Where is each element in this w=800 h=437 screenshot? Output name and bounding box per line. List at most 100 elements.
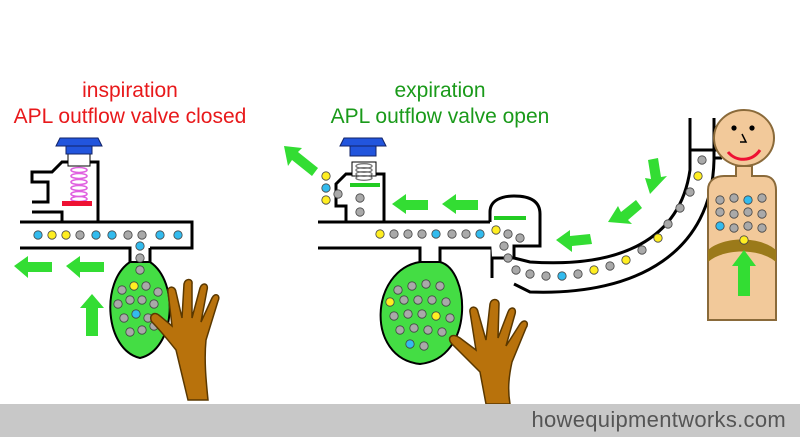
apl-valve-disc-open (350, 183, 380, 187)
expiration-phase-label: expiration (394, 79, 486, 102)
gas-molecule (435, 281, 445, 291)
gas-molecule (137, 325, 147, 335)
gas-molecule (113, 299, 123, 309)
footer-bar: howequipmentworks.com (0, 404, 800, 437)
apl-valve-disc-closed (62, 201, 92, 206)
gas-molecule (355, 193, 365, 203)
hand-icon (448, 298, 529, 404)
patient-face-icon (726, 125, 762, 161)
gas-molecule (729, 223, 739, 233)
flow-arrow-icon (645, 158, 667, 194)
gas-molecule (541, 271, 551, 281)
gas-molecule (441, 297, 451, 307)
flow-arrow-icon (66, 256, 104, 278)
gas-molecule (447, 229, 457, 239)
gas-molecule (511, 265, 521, 275)
flow-arrow-icon (14, 256, 52, 278)
gas-molecule (525, 269, 535, 279)
spring-icon (355, 162, 373, 181)
gas-molecule (743, 195, 753, 205)
gas-molecule (757, 209, 767, 219)
gas-molecule (413, 295, 423, 305)
gas-molecule (119, 313, 129, 323)
spring-icon (70, 166, 88, 203)
patient-figure (707, 109, 777, 321)
gas-molecule (491, 225, 501, 235)
gas-molecule (427, 295, 437, 305)
inspiration-caption: inspiration APL outflow valve closed (0, 78, 260, 130)
gas-molecule (403, 229, 413, 239)
gas-molecule (417, 309, 427, 319)
patient-diaphragm (708, 239, 776, 262)
gas-molecule (61, 230, 71, 240)
gas-molecule (423, 325, 433, 335)
gas-molecule (757, 193, 767, 203)
gas-molecule (743, 207, 753, 217)
gas-molecule (663, 219, 673, 229)
expiration-flow-arrows (284, 146, 667, 252)
gas-molecule (395, 325, 405, 335)
gas-molecule (333, 189, 343, 199)
gas-molecule (693, 171, 703, 181)
inspiration-panel (14, 137, 220, 401)
flow-arrow-icon (608, 200, 642, 224)
gas-molecule (393, 285, 403, 295)
gas-molecule (431, 311, 441, 321)
gas-molecule (621, 255, 631, 265)
gas-molecule (503, 253, 513, 263)
gas-molecule (729, 193, 739, 203)
gas-molecule (605, 261, 615, 271)
apl-valve-knob (339, 137, 387, 157)
gas-molecule (321, 195, 331, 205)
gas-molecule (125, 295, 135, 305)
expiration-caption: expiration APL outflow valve open (290, 78, 590, 130)
gas-molecule (141, 281, 151, 291)
gas-molecule (743, 221, 753, 231)
gas-molecule (475, 229, 485, 239)
gas-molecule (417, 229, 427, 239)
gas-molecule (503, 229, 513, 239)
gas-molecule (355, 207, 365, 217)
gas-molecule (431, 229, 441, 239)
inspiration-gas-molecules (33, 230, 183, 337)
gas-molecule (637, 245, 647, 255)
expiration-panel (284, 118, 722, 404)
gas-molecule (135, 253, 145, 263)
gas-molecule (573, 269, 583, 279)
gas-molecule (739, 235, 749, 245)
gas-molecule (407, 281, 417, 291)
gas-molecule (445, 313, 455, 323)
gas-molecule (321, 171, 331, 181)
inspiration-reservoir-bag (109, 261, 171, 360)
gas-molecule (389, 311, 399, 321)
gas-molecule (697, 155, 707, 165)
gas-molecule (33, 230, 43, 240)
gas-molecule (129, 281, 139, 291)
gas-molecule (409, 323, 419, 333)
expiration-valve-state-label: APL outflow valve open (330, 105, 550, 128)
gas-molecule (137, 230, 147, 240)
gas-molecule (375, 229, 385, 239)
gas-molecule (389, 229, 399, 239)
flow-arrow-icon (80, 294, 104, 336)
site-credit: howequipmentworks.com (531, 407, 786, 432)
patient-lung-gas-molecules (715, 193, 767, 245)
gas-molecule (47, 230, 57, 240)
expiration-tube (318, 172, 494, 278)
flow-arrow-icon (732, 250, 756, 296)
gas-molecule (155, 230, 165, 240)
gas-molecule (403, 309, 413, 319)
gas-molecule (715, 195, 725, 205)
gas-molecule (321, 183, 331, 193)
gas-molecule (715, 221, 725, 231)
gas-molecule (421, 279, 431, 289)
gas-molecule (173, 230, 183, 240)
gas-molecule (137, 295, 147, 305)
inspiration-apl-valve (30, 137, 103, 222)
expiratory-valve-disc (494, 216, 526, 220)
gas-molecule (117, 285, 127, 295)
expiration-gas-molecules (321, 155, 707, 351)
gas-molecule (75, 230, 85, 240)
inspiration-phase-label: inspiration (82, 79, 178, 102)
flow-arrow-icon (284, 146, 318, 176)
